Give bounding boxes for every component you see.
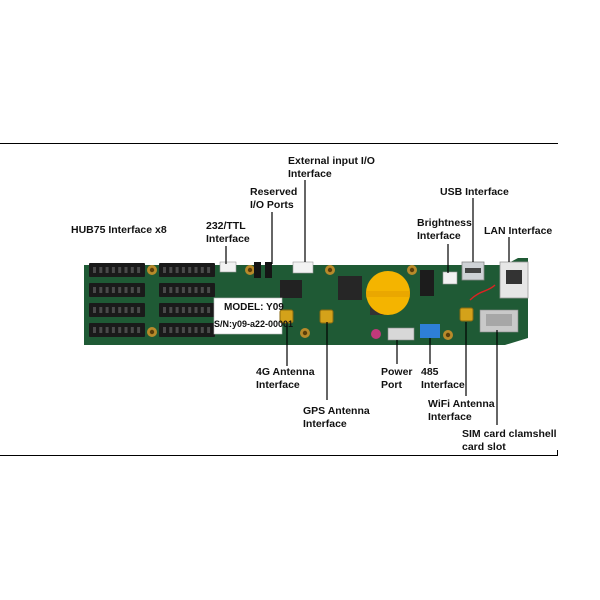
- bottom-border-line: [0, 455, 558, 456]
- reserved-io-headers: [254, 262, 272, 278]
- lan-label: LAN Interface: [484, 225, 553, 237]
- wifi-label-line2: Interface: [428, 411, 472, 423]
- gps-label-line1: GPS Antenna: [303, 405, 370, 417]
- usb-port: [461, 261, 485, 281]
- antenna4g-label-line1: 4G Antenna: [256, 366, 315, 378]
- reserved-label-line2: I/O Ports: [250, 199, 294, 211]
- lan-port: [499, 261, 529, 299]
- wifi-label-line1: WiFi Antenna: [428, 398, 495, 410]
- hub75-connector: [89, 283, 145, 297]
- top-border-line: [0, 143, 558, 144]
- hub75-connector: [89, 303, 145, 317]
- gps-label-line2: Interface: [303, 418, 347, 430]
- ttl-label-line1: 232/TTL: [206, 220, 246, 232]
- sim-slot: [479, 309, 519, 333]
- hub75-connectors: [89, 263, 215, 337]
- rs485-label-line2: Interface: [421, 379, 465, 391]
- serial-label: S/N:y09-a22-00001: [214, 319, 294, 329]
- external-label-line1: External input I/O: [288, 155, 375, 167]
- external-label-line2: Interface: [288, 168, 332, 180]
- power-port: [371, 327, 415, 341]
- hub75-connector: [159, 263, 215, 277]
- brightness-connector: [442, 271, 458, 285]
- chips: [280, 270, 434, 315]
- reserved-label-line1: Reserved: [250, 186, 298, 198]
- usb-label: USB Interface: [440, 186, 509, 198]
- ttl-header: [219, 261, 237, 273]
- rs485-terminal: [420, 324, 440, 338]
- antenna4g-label-line2: Interface: [256, 379, 300, 391]
- external-io-header: [292, 261, 314, 274]
- sim-label-line1: SIM card clamshell: [462, 428, 557, 440]
- hub75-connector: [159, 283, 215, 297]
- mounting-holes: [147, 265, 453, 340]
- coin-battery: [366, 271, 410, 315]
- power-label-line1: Power: [381, 366, 413, 378]
- sim-label-line2: card slot: [462, 441, 506, 453]
- red-wire: [469, 284, 496, 301]
- hub75-connector: [89, 263, 145, 277]
- hub75-label: HUB75 Interface x8: [71, 224, 167, 236]
- hub75-connector: [159, 323, 215, 337]
- model-label: MODEL: Y09: [224, 302, 284, 313]
- ttl-label-line2: Interface: [206, 233, 250, 245]
- hub75-connector: [89, 323, 145, 337]
- antenna-connectors: [279, 307, 474, 324]
- rs485-label-line1: 485: [421, 366, 439, 378]
- power-label-line2: Port: [381, 379, 402, 391]
- connector-pins: [93, 267, 211, 333]
- model-sticker: [213, 297, 283, 335]
- bottom-right-tick: [557, 450, 558, 456]
- brightness-label-line1: Brightness: [417, 217, 472, 229]
- leader-lines: [225, 180, 510, 425]
- hub75-connector: [159, 303, 215, 317]
- brightness-label-line2: Interface: [417, 230, 461, 242]
